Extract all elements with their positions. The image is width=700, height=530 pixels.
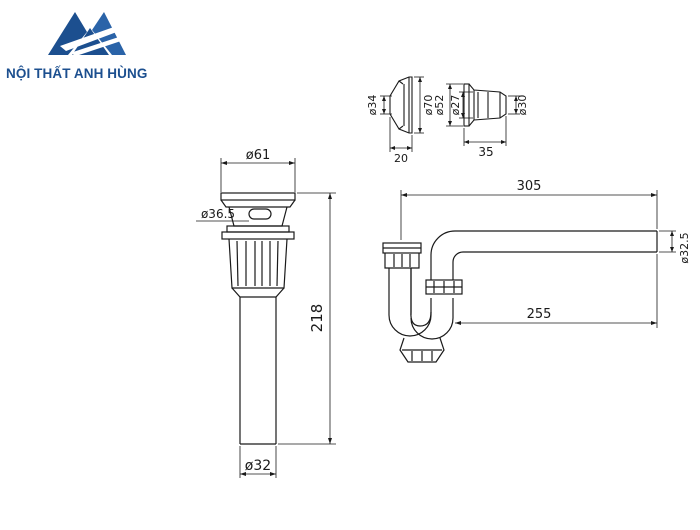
drain-cap-diameter-label: ø61: [246, 148, 271, 163]
trap-total-length-label: 305: [517, 179, 542, 194]
adapter-b-outer-diameter-label: ø52: [433, 95, 446, 116]
adapter-a-drawing: ø34 ø70 20: [366, 76, 435, 165]
brand-logo-icon: [48, 12, 128, 56]
trap-outlet-length-label: 255: [527, 307, 552, 322]
adapter-a-inner-diameter-label: ø34: [366, 95, 379, 116]
drain-height-label: 218: [308, 304, 326, 333]
brand-name: NỘI THẤT ANH HÙNG: [6, 66, 148, 81]
drain-pipe-diameter-label: ø32: [245, 458, 271, 474]
adapter-b-length-label: 35: [478, 145, 493, 159]
adapter-a-outer-diameter-label: ø70: [422, 95, 435, 116]
drain-overflow-diameter-label: ø36.5: [201, 207, 235, 221]
adapter-b-drawing: ø52 ø27 ø30 35: [433, 83, 529, 159]
p-trap-drawing: 305 255 ø32.5: [382, 179, 691, 363]
adapter-b-end-diameter-label: ø30: [516, 95, 529, 116]
adapter-b-inner-diameter-label: ø27: [449, 95, 462, 116]
pop-up-drain-drawing: ø61 ø36.5 218 ø32: [196, 148, 336, 478]
trap-pipe-diameter-label: ø32.5: [678, 232, 691, 263]
adapter-a-length-label: 20: [394, 152, 408, 165]
